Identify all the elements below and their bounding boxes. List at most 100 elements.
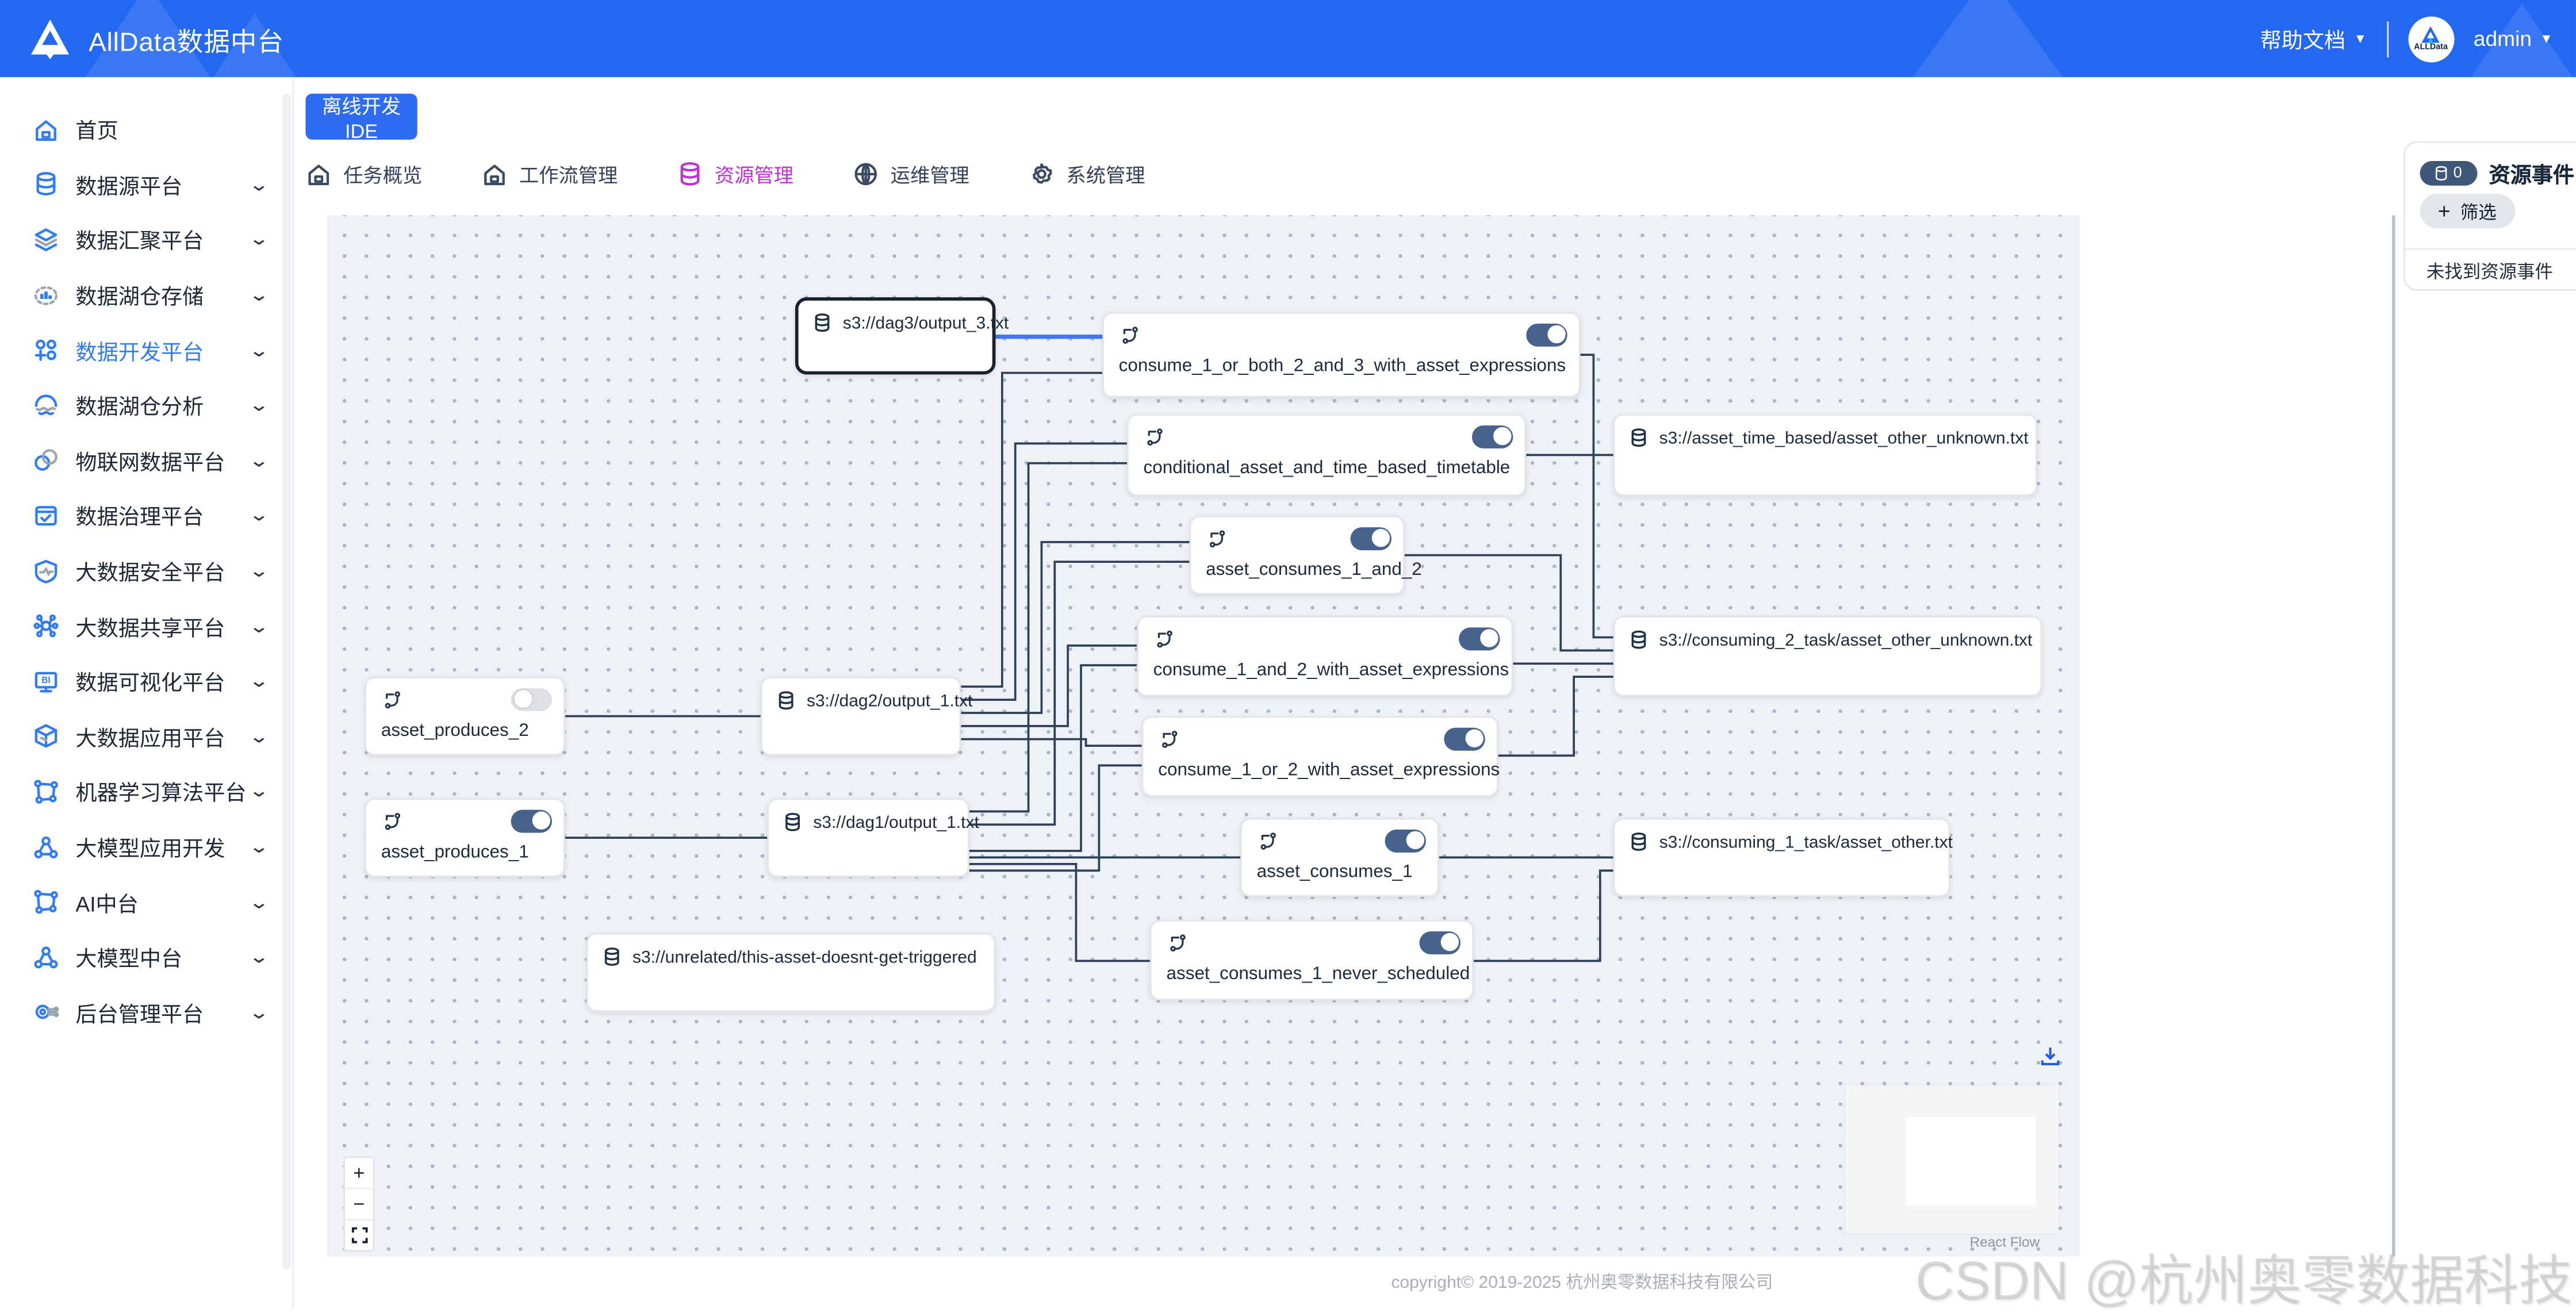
download-icon[interactable] bbox=[2039, 1045, 2062, 1068]
tab-4[interactable]: 系统管理 bbox=[1029, 156, 1145, 192]
tab-2[interactable]: 资源管理 bbox=[677, 156, 793, 192]
header-decor-triangle bbox=[181, 13, 329, 78]
tab-0[interactable]: 任务概览 bbox=[305, 156, 422, 192]
chevron-down-icon: ⌄ bbox=[248, 948, 270, 968]
chevron-down-icon: ⌄ bbox=[248, 175, 270, 195]
chevron-down-icon: ▼ bbox=[2353, 31, 2367, 46]
graph-node-asset_produces_2[interactable]: asset_produces_2 bbox=[365, 677, 565, 756]
zoom-out-button[interactable]: − bbox=[344, 1190, 373, 1221]
sidebar-item-1[interactable]: 数据源平台 ⌄ bbox=[0, 157, 293, 212]
node-toggle[interactable] bbox=[1385, 829, 1426, 852]
net-icon bbox=[33, 944, 59, 970]
tab-1[interactable]: 工作流管理 bbox=[481, 156, 618, 192]
chevron-down-icon: ⌄ bbox=[248, 782, 270, 803]
sensor-icon bbox=[1167, 933, 1188, 954]
user-menu[interactable]: admin▼ bbox=[2473, 26, 2553, 51]
svg-text:BI: BI bbox=[41, 675, 50, 685]
sidebar-item-14[interactable]: AI中台 ⌄ bbox=[0, 874, 293, 930]
sensor-icon bbox=[1158, 730, 1179, 751]
sidebar-item-13[interactable]: 大模型应用开发 ⌄ bbox=[0, 819, 293, 874]
offline-ide-button[interactable]: 离线开发IDE bbox=[305, 93, 417, 142]
sidebar-item-3[interactable]: 数据湖仓存储 ⌄ bbox=[0, 267, 293, 323]
minimap[interactable] bbox=[1845, 1085, 2058, 1234]
graph-node-consume_1_and_2_with_asset_expressions[interactable]: consume_1_and_2_with_asset_expressions bbox=[1137, 616, 1513, 697]
sidebar-item-6[interactable]: 物联网数据平台 ⌄ bbox=[0, 433, 293, 488]
graph-node-s3://asset_time_based/asset_other_unknown.txt[interactable]: s3://asset_time_based/asset_other_unknow… bbox=[1613, 413, 2037, 496]
graph-node-s3://unrelated/this-asset-doesnt-get-triggered[interactable]: s3://unrelated/this-asset-doesnt-get-tri… bbox=[586, 933, 996, 1012]
node-toggle[interactable] bbox=[511, 688, 552, 711]
node-toggle[interactable] bbox=[511, 809, 552, 832]
asset-graph-canvas[interactable]: + − React Flow s3://dag3/output_3.txt co… bbox=[327, 215, 2080, 1257]
bi-icon: BI bbox=[33, 668, 59, 695]
zoom-controls: + − bbox=[343, 1156, 375, 1252]
graph-node-asset_consumes_1_never_scheduled[interactable]: asset_consumes_1_never_scheduled bbox=[1149, 919, 1474, 1000]
chevron-down-icon: ▼ bbox=[2540, 31, 2553, 46]
graph-node-s3://dag2/output_1.txt[interactable]: s3://dag2/output_1.txt bbox=[760, 677, 972, 756]
sidebar-item-0[interactable]: 首页 bbox=[0, 102, 293, 157]
sidebar-item-9[interactable]: 大数据共享平台 ⌄ bbox=[0, 598, 293, 654]
tab-3[interactable]: 运维管理 bbox=[853, 156, 969, 192]
lake-icon bbox=[33, 282, 59, 308]
help-docs-menu[interactable]: 帮助文档▼ bbox=[2260, 28, 2367, 53]
zoom-in-button[interactable]: + bbox=[344, 1158, 373, 1190]
graph-node-s3://consuming_1_task/asset_other.txt[interactable]: s3://consuming_1_task/asset_other.txt bbox=[1613, 818, 1953, 897]
graph-node-asset_produces_1[interactable]: asset_produces_1 bbox=[365, 798, 565, 877]
graph-node-consume_1_or_2_with_asset_expressions[interactable]: consume_1_or_2_with_asset_expressions bbox=[1141, 716, 1500, 797]
sidebar-item-16[interactable]: 后台管理平台 ⌄ bbox=[0, 985, 293, 1040]
graph-node-consume_1_or_both_2_and_3_with_asset_expressions[interactable]: consume_1_or_both_2_and_3_with_asset_exp… bbox=[1102, 312, 1581, 398]
db-icon bbox=[677, 161, 703, 187]
chevron-down-icon: ⌄ bbox=[248, 562, 270, 582]
sidebar-item-12[interactable]: 机器学习算法平台 ⌄ bbox=[0, 764, 293, 819]
sidebar-item-4[interactable]: 数据开发平台 ⌄ bbox=[0, 323, 293, 378]
add-filter-button[interactable]: + 筛选 bbox=[2420, 194, 2515, 229]
sensor-icon bbox=[381, 811, 402, 832]
globe-icon bbox=[853, 161, 879, 187]
node-toggle[interactable] bbox=[1350, 527, 1392, 550]
node-toggle[interactable] bbox=[1459, 627, 1500, 650]
sidebar-item-7[interactable]: 数据治理平台 ⌄ bbox=[0, 488, 293, 543]
node-toggle[interactable] bbox=[1526, 323, 1567, 346]
chevron-down-icon: ⌄ bbox=[248, 893, 270, 913]
empty-state-text: 未找到资源事件 bbox=[2426, 263, 2553, 283]
box-icon bbox=[33, 723, 59, 750]
sidebar-scrollbar[interactable] bbox=[282, 93, 291, 1270]
chevron-down-icon: ⌄ bbox=[248, 727, 270, 747]
header-decor-triangle bbox=[49, 0, 247, 78]
sidebar-item-5[interactable]: 数据湖仓分析 ⌄ bbox=[0, 378, 293, 433]
home-icon bbox=[33, 116, 59, 143]
database-icon bbox=[782, 811, 803, 832]
panel-divider-line bbox=[2405, 248, 2576, 250]
chevron-down-icon: ⌄ bbox=[248, 231, 270, 251]
graph-node-s3://dag3/output_3.txt[interactable]: s3://dag3/output_3.txt bbox=[795, 297, 1009, 375]
node-toggle[interactable] bbox=[1419, 931, 1460, 954]
gov-icon bbox=[33, 502, 59, 529]
top-header: AllData数据中台 帮助文档▼ ALLData admin▼ bbox=[0, 0, 2576, 78]
module-tabs: 任务概览 工作流管理 资源管理 运维管理 系统管理 bbox=[305, 156, 1145, 192]
graph-node-conditional_asset_and_time_based_timetable[interactable]: conditional_asset_and_time_based_timetab… bbox=[1126, 413, 1527, 496]
graph-node-s3://consuming_2_task/asset_other_unknown.txt[interactable]: s3://consuming_2_task/asset_other_unknow… bbox=[1613, 616, 2042, 697]
graph-node-asset_consumes_1[interactable]: asset_consumes_1 bbox=[1240, 818, 1439, 897]
sidebar-item-10[interactable]: BI 数据可视化平台 ⌄ bbox=[0, 654, 293, 709]
resource-events-panel: 0 资源事件 由新到旧⌄ + 筛选 未找到资源事件 bbox=[2403, 141, 2576, 291]
sidebar-item-11[interactable]: 大数据应用平台 ⌄ bbox=[0, 709, 293, 764]
copyright-text: copyright© 2019-2025 杭州奥零数据科技有限公司 bbox=[1391, 1273, 1773, 1294]
graph-node-s3://dag1/output_1.txt[interactable]: s3://dag1/output_1.txt bbox=[767, 798, 979, 877]
sidebar-item-15[interactable]: 大模型中台 ⌄ bbox=[0, 930, 293, 985]
fit-view-icon bbox=[351, 1227, 367, 1244]
gearnet-icon bbox=[33, 999, 59, 1026]
chevron-down-icon: ⌄ bbox=[248, 451, 270, 471]
avatar[interactable]: ALLData bbox=[2408, 16, 2454, 62]
layers-icon bbox=[33, 227, 59, 253]
sensor-icon bbox=[1206, 529, 1227, 550]
gear-icon bbox=[1029, 161, 1055, 187]
fit-view-button[interactable] bbox=[345, 1221, 373, 1250]
node-toggle[interactable] bbox=[1444, 727, 1485, 750]
sidebar-item-8[interactable]: 大数据安全平台 ⌄ bbox=[0, 543, 293, 598]
sidebar-item-2[interactable]: 数据汇聚平台 ⌄ bbox=[0, 212, 293, 267]
graph-node-asset_consumes_1_and_2[interactable]: asset_consumes_1_and_2 bbox=[1189, 516, 1422, 595]
node-toggle[interactable] bbox=[1471, 425, 1513, 448]
database-icon bbox=[2436, 166, 2448, 181]
database-icon bbox=[1628, 629, 1649, 650]
db-icon bbox=[33, 171, 59, 198]
